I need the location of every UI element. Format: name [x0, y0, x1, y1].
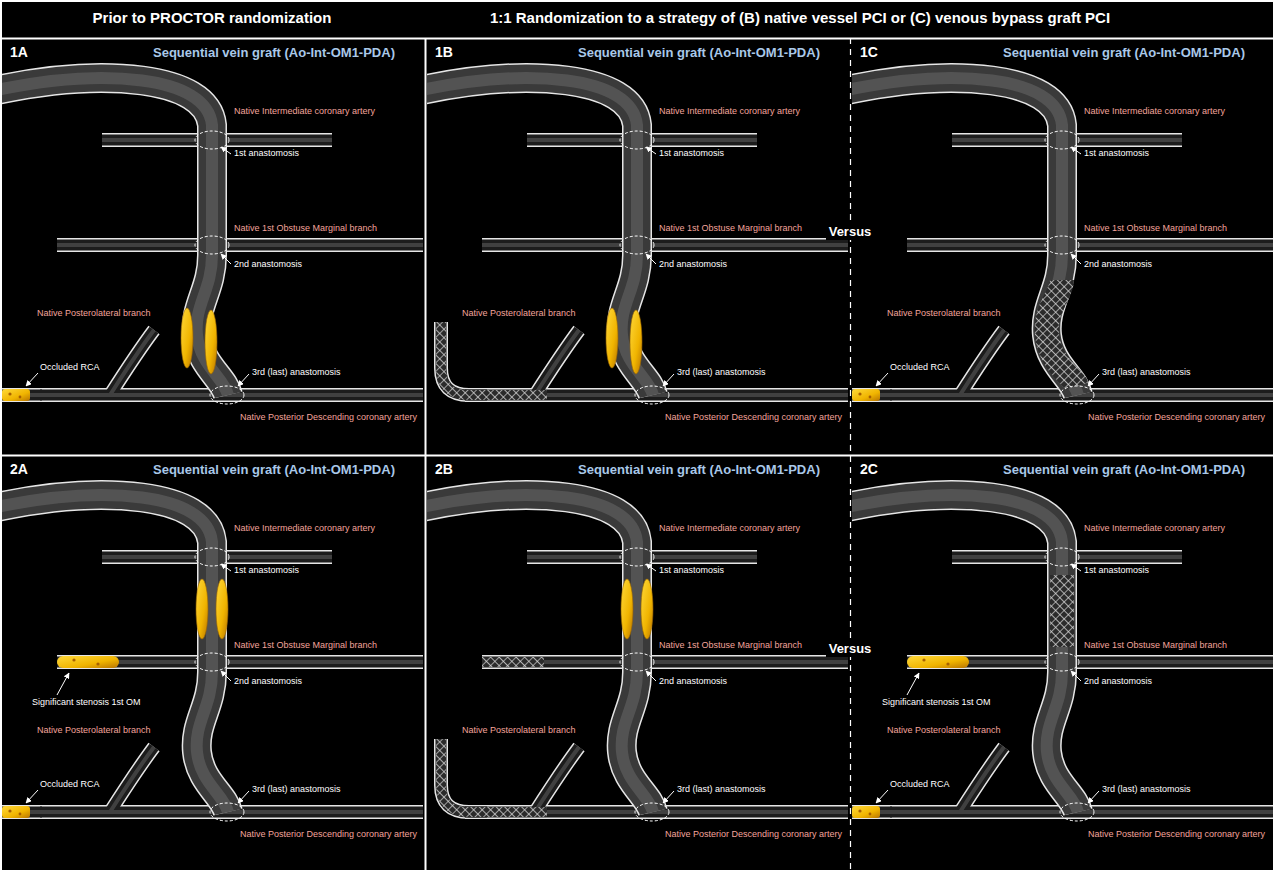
vessel-label: Native Intermediate coronary artery [234, 523, 375, 534]
vessel-label: Native Posterolateral branch [887, 725, 1001, 736]
vessel-label: Native Posterior Descending coronary art… [240, 412, 417, 423]
anastomosis-label: 2nd anastomosis [234, 676, 302, 687]
header-band: Prior to PROCTOR randomization 1:1 Random… [0, 0, 1275, 38]
vessel-label: Native Intermediate coronary artery [234, 106, 375, 117]
vessel-label: Native Posterolateral branch [462, 725, 576, 736]
anastomosis-label: 2nd anastomosis [234, 259, 302, 270]
stenosis-label: Significant stenosis 1st OM [882, 697, 991, 708]
anastomosis-label: 2nd anastomosis [1084, 259, 1152, 270]
occlusion-label: Occluded RCA [890, 779, 950, 790]
versus-label: Versus [826, 641, 875, 657]
vessel-label: Native Intermediate coronary artery [1084, 106, 1225, 117]
header-text: Prior to PROCTOR randomization [93, 9, 332, 26]
anastomosis-label: 2nd anastomosis [659, 676, 727, 687]
vessel-label: Native Posterolateral branch [887, 308, 1001, 319]
panel-title: Sequential vein graft (Ao-Int-OM1-PDA) [1003, 462, 1245, 477]
panel-title: Sequential vein graft (Ao-Int-OM1-PDA) [578, 45, 820, 60]
vessel-label: Native Intermediate coronary artery [659, 106, 800, 117]
panel: 1A Sequential vein graft (Ao-Int-OM1-PDA) [2, 40, 425, 455]
anastomosis-label: 2nd anastomosis [659, 259, 727, 270]
anastomosis-label: 1st anastomosis [1084, 565, 1149, 576]
panel: 2B Sequential vein graft (Ao-Int-OM1-PDA) [427, 457, 850, 870]
vessel-label: Native 1st Obstuse Marginal branch [1084, 223, 1227, 234]
panel-title: Sequential vein graft (Ao-Int-OM1-PDA) [153, 45, 395, 60]
panel-title: Sequential vein graft (Ao-Int-OM1-PDA) [578, 462, 820, 477]
panel: 2A Sequential vein graft (Ao-Int-OM1-PDA) [2, 457, 425, 870]
panel: 1B Sequential vein graft (Ao-Int-OM1-PDA) [427, 40, 850, 455]
vessel-label: Native 1st Obstuse Marginal branch [659, 640, 802, 651]
vessel-label: Native Intermediate coronary artery [659, 523, 800, 534]
vessel-label: Native Posterior Descending coronary art… [665, 829, 842, 840]
vessel-label: Native Posterolateral branch [37, 308, 151, 319]
vessel-label: Native 1st Obstuse Marginal branch [659, 223, 802, 234]
occlusion-label: Occluded RCA [890, 362, 950, 373]
panel-id: 1A [10, 44, 28, 60]
vessel-label: Native Intermediate coronary artery [1084, 523, 1225, 534]
panel-id: 2B [435, 461, 453, 477]
stenosis-label: Significant stenosis 1st OM [32, 697, 141, 708]
vessel-label: Native 1st Obstuse Marginal branch [234, 223, 377, 234]
anastomosis-label: 2nd anastomosis [1084, 676, 1152, 687]
anastomosis-label: 1st anastomosis [234, 565, 299, 576]
panel-id: 2C [860, 461, 878, 477]
anastomosis-label: 1st anastomosis [659, 565, 724, 576]
panel-id: 1C [860, 44, 878, 60]
anastomosis-label: 1st anastomosis [234, 148, 299, 159]
panel-title: Sequential vein graft (Ao-Int-OM1-PDA) [1003, 45, 1245, 60]
vessel-label: Native Posterolateral branch [37, 725, 151, 736]
anastomosis-label: 3rd (last) anastomosis [252, 367, 341, 378]
vessel-label: Native 1st Obstuse Marginal branch [234, 640, 377, 651]
versus-label: Versus [826, 224, 875, 240]
anastomosis-label: 3rd (last) anastomosis [1102, 784, 1191, 795]
vessel-label: Native Posterior Descending coronary art… [1088, 829, 1265, 840]
anastomosis-label: 1st anastomosis [1084, 148, 1149, 159]
vessel-label: Native Posterolateral branch [462, 308, 576, 319]
header-text: 1:1 Randomization to a strategy of (B) n… [490, 9, 1110, 26]
occlusion-label: Occluded RCA [40, 362, 100, 373]
panel-id: 2A [10, 461, 28, 477]
occlusion-label: Occluded RCA [40, 779, 100, 790]
vessel-label: Native Posterior Descending coronary art… [240, 829, 417, 840]
anastomosis-label: 3rd (last) anastomosis [677, 367, 766, 378]
vessel-label: Native Posterior Descending coronary art… [1088, 412, 1265, 423]
panel-id: 1B [435, 44, 453, 60]
vessel-label: Native Posterior Descending coronary art… [665, 412, 842, 423]
anastomosis-label: 3rd (last) anastomosis [677, 784, 766, 795]
vessel-label: Native 1st Obstuse Marginal branch [1084, 640, 1227, 651]
panel: 1C Sequential vein graft (Ao-Int-OM1-PDA) [852, 40, 1273, 455]
anastomosis-label: 3rd (last) anastomosis [1102, 367, 1191, 378]
anastomosis-label: 3rd (last) anastomosis [252, 784, 341, 795]
panel: 2C Sequential vein graft (Ao-Int-OM1-PDA) [852, 457, 1273, 870]
anastomosis-label: 1st anastomosis [659, 148, 724, 159]
panel-title: Sequential vein graft (Ao-Int-OM1-PDA) [153, 462, 395, 477]
